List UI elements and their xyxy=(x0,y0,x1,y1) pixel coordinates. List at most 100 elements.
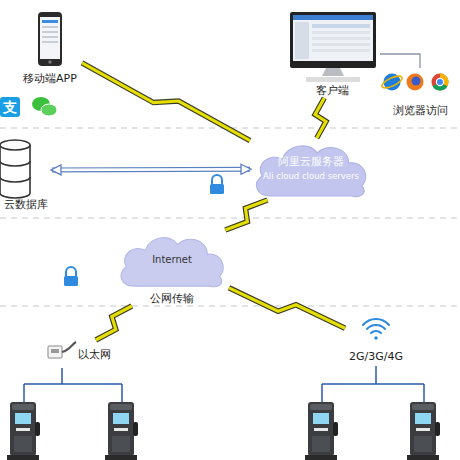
app-node: 移动端APP xyxy=(18,10,82,86)
tree-wire xyxy=(23,384,25,402)
lock-shackle xyxy=(66,267,76,276)
db-ring xyxy=(0,177,30,182)
node-label: 阿里云服务器 xyxy=(250,155,372,168)
browser-node: 浏览器访问 xyxy=(382,68,458,118)
phone-icon xyxy=(38,12,62,66)
lock-body xyxy=(64,276,78,286)
monitor-screen xyxy=(293,15,373,61)
bolt-stroke xyxy=(225,200,267,230)
arrow-shaft xyxy=(52,168,250,171)
node-label: 2G/3G/4G xyxy=(345,350,407,363)
arrow-shaft-outline xyxy=(52,167,250,173)
bolt-stroke xyxy=(96,306,132,340)
bolt-outline xyxy=(96,306,132,340)
charging-pile xyxy=(7,402,40,460)
bolt-outline xyxy=(315,98,326,138)
dashed-divider xyxy=(0,217,460,218)
wireless-link xyxy=(96,306,132,340)
phone-ui xyxy=(42,26,58,28)
wifi-icon xyxy=(363,319,389,340)
ie-ring xyxy=(380,74,403,91)
chrome-icon xyxy=(432,74,449,91)
monitor-stand xyxy=(322,68,344,76)
screen-row xyxy=(312,24,370,28)
tree-wire xyxy=(322,383,424,385)
cloud-server: 阿里云服务器 Ali cloud cloud servers xyxy=(250,138,372,200)
screen-row xyxy=(312,37,370,40)
bolt-outline xyxy=(229,288,345,328)
wifi-arc xyxy=(367,325,385,329)
wifi-arc xyxy=(371,331,381,333)
browser-icons xyxy=(380,73,448,90)
arrow-heads xyxy=(52,169,250,171)
monitor-frame xyxy=(290,12,376,68)
monitor-icon xyxy=(290,12,376,82)
phone-button xyxy=(48,60,52,64)
ethernet-node: 以太网 xyxy=(44,340,118,368)
database-icon xyxy=(0,140,30,198)
cloud-outline xyxy=(250,138,372,200)
phone-screen xyxy=(40,17,60,59)
node-label: 以太网 xyxy=(78,348,111,361)
phone-ui xyxy=(42,36,58,38)
plug-cable xyxy=(62,342,76,352)
tree-wire xyxy=(321,384,323,402)
phone-ui xyxy=(42,20,58,23)
charging-pile xyxy=(105,402,138,460)
node-label: 客户端 xyxy=(285,84,380,97)
chrome-center xyxy=(436,78,443,85)
node-label: 云数据库 xyxy=(0,198,52,211)
wechat-icon xyxy=(32,97,57,116)
plug-contacts xyxy=(51,349,59,353)
screen-bar xyxy=(293,15,373,20)
tree-wire xyxy=(61,368,63,384)
node-label: 移动端APP xyxy=(18,72,82,85)
dashed-divider xyxy=(0,305,460,306)
bolt-outline xyxy=(225,200,267,230)
phone-body xyxy=(38,12,62,66)
connector-path xyxy=(380,54,420,68)
firefox-icon xyxy=(407,74,424,91)
bolt-stroke xyxy=(229,288,345,328)
wifi-arc xyxy=(363,319,389,325)
plug-body xyxy=(48,346,62,358)
db-top xyxy=(0,140,30,150)
firefox-globe xyxy=(412,77,421,86)
wireless-link xyxy=(82,63,250,141)
node-label: 浏览器访问 xyxy=(382,104,458,117)
db-body xyxy=(0,145,30,198)
keyboard xyxy=(306,77,360,82)
phone-ui xyxy=(42,41,58,43)
tree-wire xyxy=(375,366,377,384)
screen-row xyxy=(312,31,370,34)
internet-cloud: Internet 公网传输 xyxy=(115,230,229,306)
distribution-tree xyxy=(24,366,424,402)
bolt-stroke xyxy=(82,63,250,141)
tree-wire xyxy=(24,383,122,385)
charging-pile xyxy=(305,402,338,460)
client-node: 客户端 xyxy=(285,10,380,98)
wifi-dot xyxy=(374,336,378,340)
screen-sidebar xyxy=(295,22,309,59)
connector-line xyxy=(380,54,420,68)
wireless-link xyxy=(225,200,267,230)
wireless-link xyxy=(229,288,345,328)
mobile-network-node: 2G/3G/4G xyxy=(345,314,407,364)
tree-wire xyxy=(423,384,425,402)
lock-body xyxy=(210,184,224,194)
node-sublabel: 公网传输 xyxy=(115,292,229,305)
node-sublabel: Ali cloud cloud servers xyxy=(250,171,372,181)
screen-row xyxy=(312,49,370,52)
bolt-stroke xyxy=(315,98,326,138)
lock-icon xyxy=(210,175,224,194)
logo-glyph: 支 xyxy=(0,97,20,117)
wechat-bubble xyxy=(41,104,57,116)
lock-shackle xyxy=(212,175,222,184)
node-label: Internet xyxy=(115,254,229,266)
wireless-link xyxy=(315,98,326,138)
